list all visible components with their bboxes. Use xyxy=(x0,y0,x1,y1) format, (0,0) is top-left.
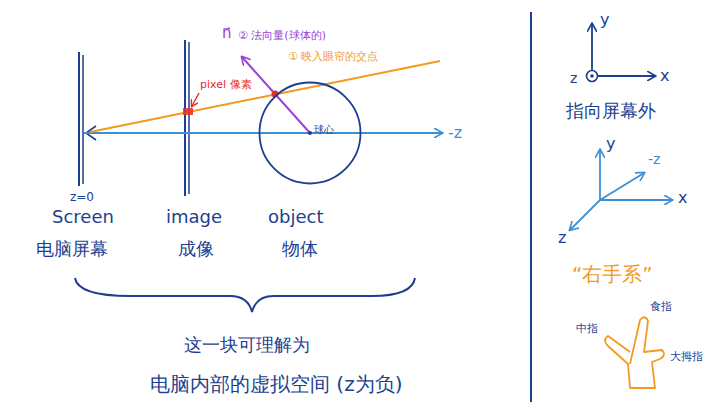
z-axis xyxy=(84,132,442,134)
part-name: 食指 xyxy=(650,300,672,313)
axis-label: -z xyxy=(648,151,660,168)
axis-label: x xyxy=(678,188,687,207)
screen-plane xyxy=(79,52,83,186)
part-name: object xyxy=(268,206,323,228)
sphere-outline xyxy=(258,81,362,185)
brace xyxy=(75,278,415,312)
note: 这一块可理解为 xyxy=(184,334,310,356)
axis-label: x xyxy=(660,66,669,85)
part-name: 中指 xyxy=(576,322,598,335)
node-text: 球心 xyxy=(314,124,334,136)
image-plane xyxy=(185,40,189,196)
pixel-pointer xyxy=(192,93,199,106)
axes-front-view xyxy=(587,24,656,82)
sphere-object: 球心 xyxy=(258,81,362,185)
vector-symbol: n⃗ xyxy=(222,24,232,42)
annotation: z=0 xyxy=(70,190,94,204)
axis-label: z xyxy=(558,228,566,247)
note: 指向屏幕外 xyxy=(566,100,656,122)
axis-label: z xyxy=(570,70,577,87)
annotation: ② 法向量(球体的) xyxy=(238,29,326,42)
part-name: Screen xyxy=(52,206,114,228)
annotation: ① 映入眼帘的交点 xyxy=(288,50,378,63)
part-name: image xyxy=(166,206,222,228)
note: “右手系” xyxy=(572,262,653,286)
part-name: 电脑屏幕 xyxy=(36,238,108,260)
axis-label: y xyxy=(606,134,615,153)
part-name: 大拇指 xyxy=(670,350,703,363)
axis-label: y xyxy=(600,10,609,29)
axes-3d xyxy=(570,150,672,230)
view-ray xyxy=(90,61,440,132)
part-name: 物体 xyxy=(282,238,318,260)
divider xyxy=(530,12,532,402)
axis-label: -z xyxy=(448,123,462,142)
note: 电脑内部的虚拟空间 (z为负) xyxy=(150,372,402,396)
hand-sketch xyxy=(605,317,664,388)
annotation: pixel 像素 xyxy=(200,78,252,91)
part-name: 成像 xyxy=(178,238,214,260)
pixel-mark xyxy=(183,108,193,115)
